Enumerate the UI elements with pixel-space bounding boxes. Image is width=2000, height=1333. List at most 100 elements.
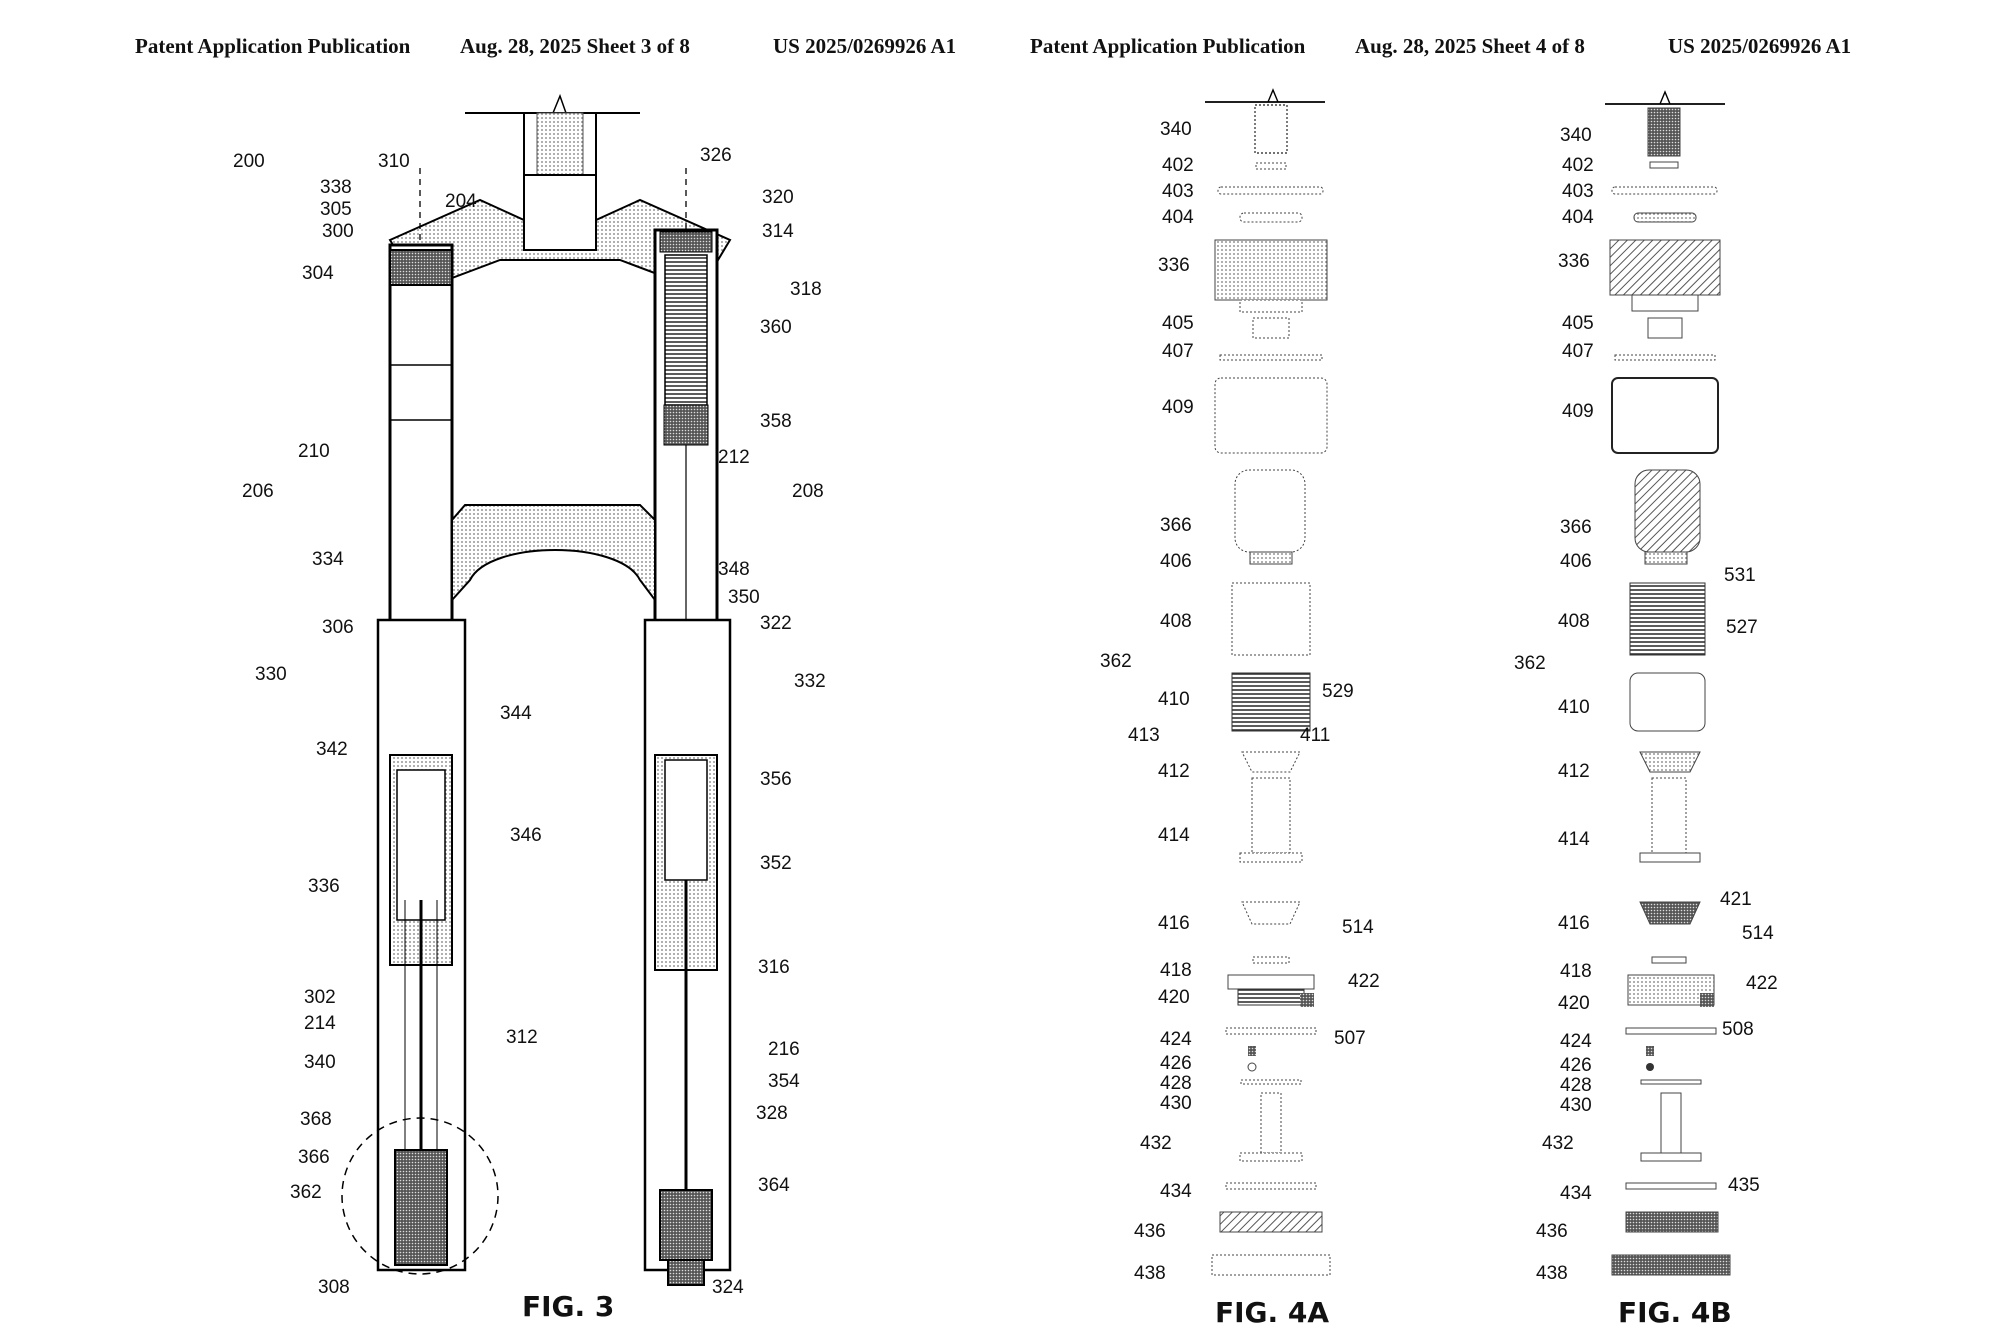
fig4b-label-416: 416 — [1558, 913, 1590, 934]
fig4a-label-336: 336 — [1158, 255, 1190, 276]
fig4b-label-527: 527 — [1726, 617, 1758, 638]
fig4b-label-414: 414 — [1558, 829, 1590, 850]
fig3-label-208: 208 — [792, 481, 824, 502]
fig3-label-206: 206 — [242, 481, 274, 502]
fig4b-label-420: 420 — [1558, 993, 1590, 1014]
fig4b-label-402: 402 — [1562, 155, 1594, 176]
fig4b-label-421: 421 — [1720, 889, 1752, 910]
fig3-label-214: 214 — [304, 1013, 336, 1034]
fig4b-label-403: 403 — [1562, 181, 1594, 202]
fig3-label-324: 324 — [712, 1277, 744, 1298]
fig3-label-346: 346 — [510, 825, 542, 846]
fig4b-parts — [1605, 90, 1731, 1276]
fig4a-label-408: 408 — [1160, 611, 1192, 632]
fig3-label-300: 300 — [322, 221, 354, 242]
fig4a-label-362: 362 — [1100, 651, 1132, 672]
header-right-date-sheet: Aug. 28, 2025 Sheet 4 of 8 — [1355, 34, 1585, 58]
fig4a-label-405: 405 — [1162, 313, 1194, 334]
fig4b-label-405: 405 — [1562, 313, 1594, 334]
fig4a-label-416: 416 — [1158, 913, 1190, 934]
fig4a-label-404: 404 — [1162, 207, 1194, 228]
fig3-label-305: 305 — [320, 199, 352, 220]
fig4a-label-410: 410 — [1158, 689, 1190, 710]
fig3-label-312: 312 — [506, 1027, 538, 1048]
fig3-label-354: 354 — [768, 1071, 800, 1092]
fig4a-label-403: 403 — [1162, 181, 1194, 202]
fig4b-label-426: 426 — [1560, 1055, 1592, 1076]
fig4b-label-438: 438 — [1536, 1263, 1568, 1284]
fig4a-label-414: 414 — [1158, 825, 1190, 846]
fig4b-label-362: 362 — [1514, 653, 1546, 674]
fig4a-label-340: 340 — [1160, 119, 1192, 140]
fig4a-label-424: 424 — [1160, 1029, 1192, 1050]
fig3-label-326: 326 — [700, 145, 732, 166]
fig3-label-322: 322 — [760, 613, 792, 634]
header-right-number: US 2025/0269926 A1 — [1668, 34, 1852, 58]
fig3-label-200: 200 — [233, 151, 265, 172]
header-left-date-sheet: Aug. 28, 2025 Sheet 3 of 8 — [460, 34, 690, 58]
fig3-label-344: 344 — [500, 703, 532, 724]
fig3-label-316: 316 — [758, 957, 790, 978]
fig3-label-204: 204 — [445, 191, 477, 212]
fig4a-label-412: 412 — [1158, 761, 1190, 782]
fig3-label-368: 368 — [300, 1109, 332, 1130]
fig3-label-302: 302 — [304, 987, 336, 1008]
fig3-label-314: 314 — [762, 221, 794, 242]
fig3-label-356: 356 — [760, 769, 792, 790]
fig3-label-210: 210 — [298, 441, 330, 462]
fig4b-label-434: 434 — [1560, 1183, 1592, 1204]
fig3-label-332: 332 — [794, 671, 826, 692]
fig4b-label-436: 436 — [1536, 1221, 1568, 1242]
fig4b-label-432: 432 — [1542, 1133, 1574, 1154]
header-right-publication: Patent Application Publication — [1030, 34, 1306, 58]
fig3-caption: FIG. 3 — [522, 1290, 615, 1323]
fig3-label-358: 358 — [760, 411, 792, 432]
fig4a-label-434: 434 — [1160, 1181, 1192, 1202]
fig3-label-310: 310 — [378, 151, 410, 172]
fig4b-label-531: 531 — [1724, 565, 1756, 586]
fig3-label-342: 342 — [316, 739, 348, 760]
fig3-label-212: 212 — [718, 447, 750, 468]
fig3-label-334: 334 — [312, 549, 344, 570]
fig4a-caption: FIG. 4A — [1215, 1296, 1330, 1329]
fig3-label-352: 352 — [760, 853, 792, 874]
fig4b-label-336: 336 — [1558, 251, 1590, 272]
fig4b-label-404: 404 — [1562, 207, 1594, 228]
fig4b-label-508: 508 — [1722, 1019, 1754, 1040]
fig4a-label-436: 436 — [1134, 1221, 1166, 1242]
fig3-label-340: 340 — [304, 1052, 336, 1073]
fig4b-label-514: 514 — [1742, 923, 1774, 944]
fig4a-label-413: 413 — [1128, 725, 1160, 746]
fig3-label-330: 330 — [255, 664, 287, 685]
fig4b-label-430: 430 — [1560, 1095, 1592, 1116]
fig3-label-350: 350 — [728, 587, 760, 608]
fig4a-label-426: 426 — [1160, 1053, 1192, 1074]
fig3-label-366: 366 — [298, 1147, 330, 1168]
fig3-label-320: 320 — [762, 187, 794, 208]
fig3-label-216: 216 — [768, 1039, 800, 1060]
fig4b-label-428: 428 — [1560, 1075, 1592, 1096]
fig3-label-336: 336 — [308, 876, 340, 897]
fig4a-label-507: 507 — [1334, 1028, 1366, 1049]
fig3-label-364: 364 — [758, 1175, 790, 1196]
fig4b-label-340: 340 — [1560, 125, 1592, 146]
fig3-label-318: 318 — [790, 279, 822, 300]
fig4a-label-409: 409 — [1162, 397, 1194, 418]
fig4b-label-366: 366 — [1560, 517, 1592, 538]
fig4b-label-422: 422 — [1746, 973, 1778, 994]
fig4b-label-435: 435 — [1728, 1175, 1760, 1196]
header-left-publication: Patent Application Publication — [135, 34, 411, 58]
fig3-label-304: 304 — [302, 263, 334, 284]
fig4a-label-438: 438 — [1134, 1263, 1166, 1284]
fig3-label-360: 360 — [760, 317, 792, 338]
fig4a-label-529: 529 — [1322, 681, 1354, 702]
fig4a-parts — [1205, 88, 1331, 1276]
fig3-label-306: 306 — [322, 617, 354, 638]
fig4a-label-407: 407 — [1162, 341, 1194, 362]
fig4b-caption: FIG. 4B — [1618, 1296, 1732, 1329]
header-left-number: US 2025/0269926 A1 — [773, 34, 957, 58]
fig4b-label-407: 407 — [1562, 341, 1594, 362]
fig4a-label-514: 514 — [1342, 917, 1374, 938]
